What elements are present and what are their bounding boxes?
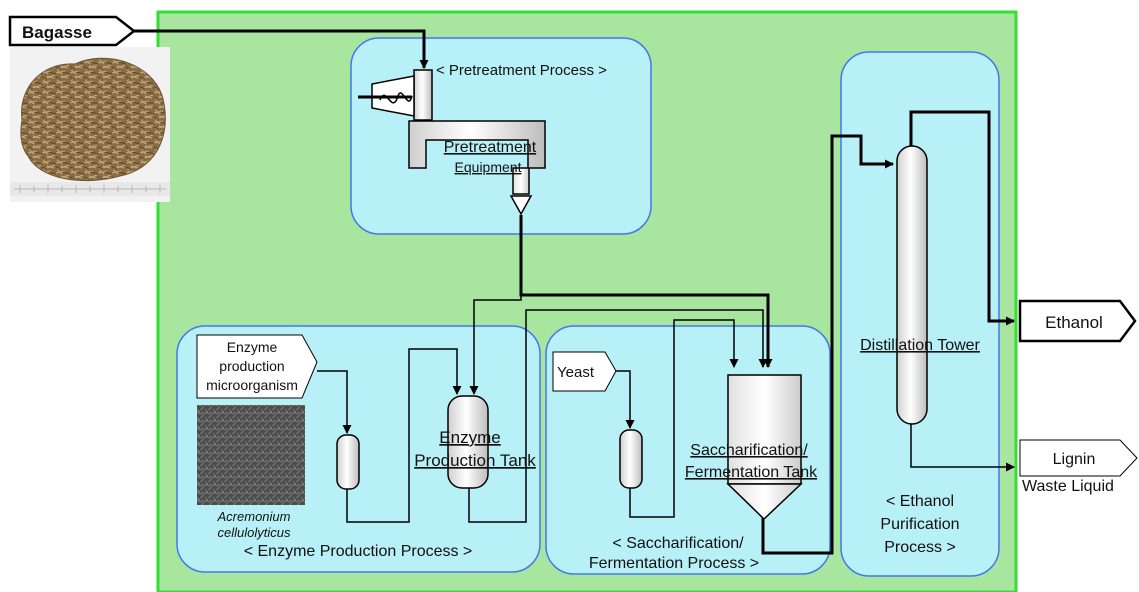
seed-to-enzyme-tank-line xyxy=(346,348,462,523)
saccharification-process-title-2: Fermentation Process > xyxy=(589,555,759,572)
microorganism-label-3: microorganism xyxy=(206,377,298,393)
species-label-1: Acremonium xyxy=(217,509,291,524)
purification-title-2: Purification xyxy=(880,516,959,533)
bagasse-photo-icon xyxy=(10,47,170,202)
ethanol-label: Ethanol xyxy=(1045,313,1103,332)
microorganism-label-1: Enzyme xyxy=(227,339,278,355)
pretreatment-equipment-label-2: Equipment xyxy=(455,159,522,175)
pretreatment-equipment-icon xyxy=(358,69,546,216)
enzyme-tank-outlet-line xyxy=(468,309,768,523)
beer-to-distillation-line xyxy=(761,134,894,555)
enzyme-seed-vessel-icon xyxy=(336,434,360,490)
pretreated-feed-line xyxy=(519,215,773,368)
enzyme-tank-label-1: Enzyme xyxy=(439,428,500,447)
species-label-2: cellulolyticus xyxy=(218,525,291,540)
lignin-label-1: Lignin xyxy=(1053,451,1096,468)
saccharification-process-title-1: < Saccharification/ xyxy=(612,535,744,552)
bagasse-feed-line xyxy=(134,29,429,69)
pretreatment-process-title: < Pretreatment Process > xyxy=(436,62,607,79)
enzyme-production-tank-icon xyxy=(447,395,489,489)
yeast-seed-to-tank-line xyxy=(629,319,739,518)
microorganism-tag xyxy=(196,334,318,399)
distillation-tower-icon xyxy=(896,145,928,425)
micrograph-icon xyxy=(197,405,305,505)
microorganism-label-2: production xyxy=(219,358,284,374)
lignin-output-line xyxy=(910,422,1015,472)
purification-title-1: < Ethanol xyxy=(886,493,954,510)
saccharification-tank-label-1: Saccharification/ xyxy=(690,442,808,459)
bagasse-tag xyxy=(8,15,137,47)
ethanol-output-line xyxy=(909,110,1015,326)
purification-title-3: Process > xyxy=(884,539,956,556)
bagasse-label: Bagasse xyxy=(22,23,92,42)
pretreated-to-enzyme-line xyxy=(469,290,522,395)
saccharification-tank-label-2: Fermentation Tank xyxy=(685,464,818,481)
pretreatment-equipment-label-1: Pretreatment xyxy=(444,139,537,156)
lignin-tag xyxy=(1019,439,1138,477)
microorganism-feed-line xyxy=(317,370,352,434)
yeast-seed-vessel-icon xyxy=(619,429,643,489)
yeast-feed-line xyxy=(616,370,635,429)
yeast-tag xyxy=(552,351,617,392)
lignin-label-2: Waste Liquid xyxy=(1022,478,1114,495)
enzyme-tank-label-2: Production Tank xyxy=(414,451,536,470)
saccharification-tank-icon xyxy=(726,374,803,521)
ethanol-tag xyxy=(1018,299,1137,343)
yeast-label: Yeast xyxy=(557,364,595,381)
distillation-tower-label: Distillation Tower xyxy=(860,337,980,354)
enzyme-process-title: < Enzyme Production Process > xyxy=(244,543,473,560)
